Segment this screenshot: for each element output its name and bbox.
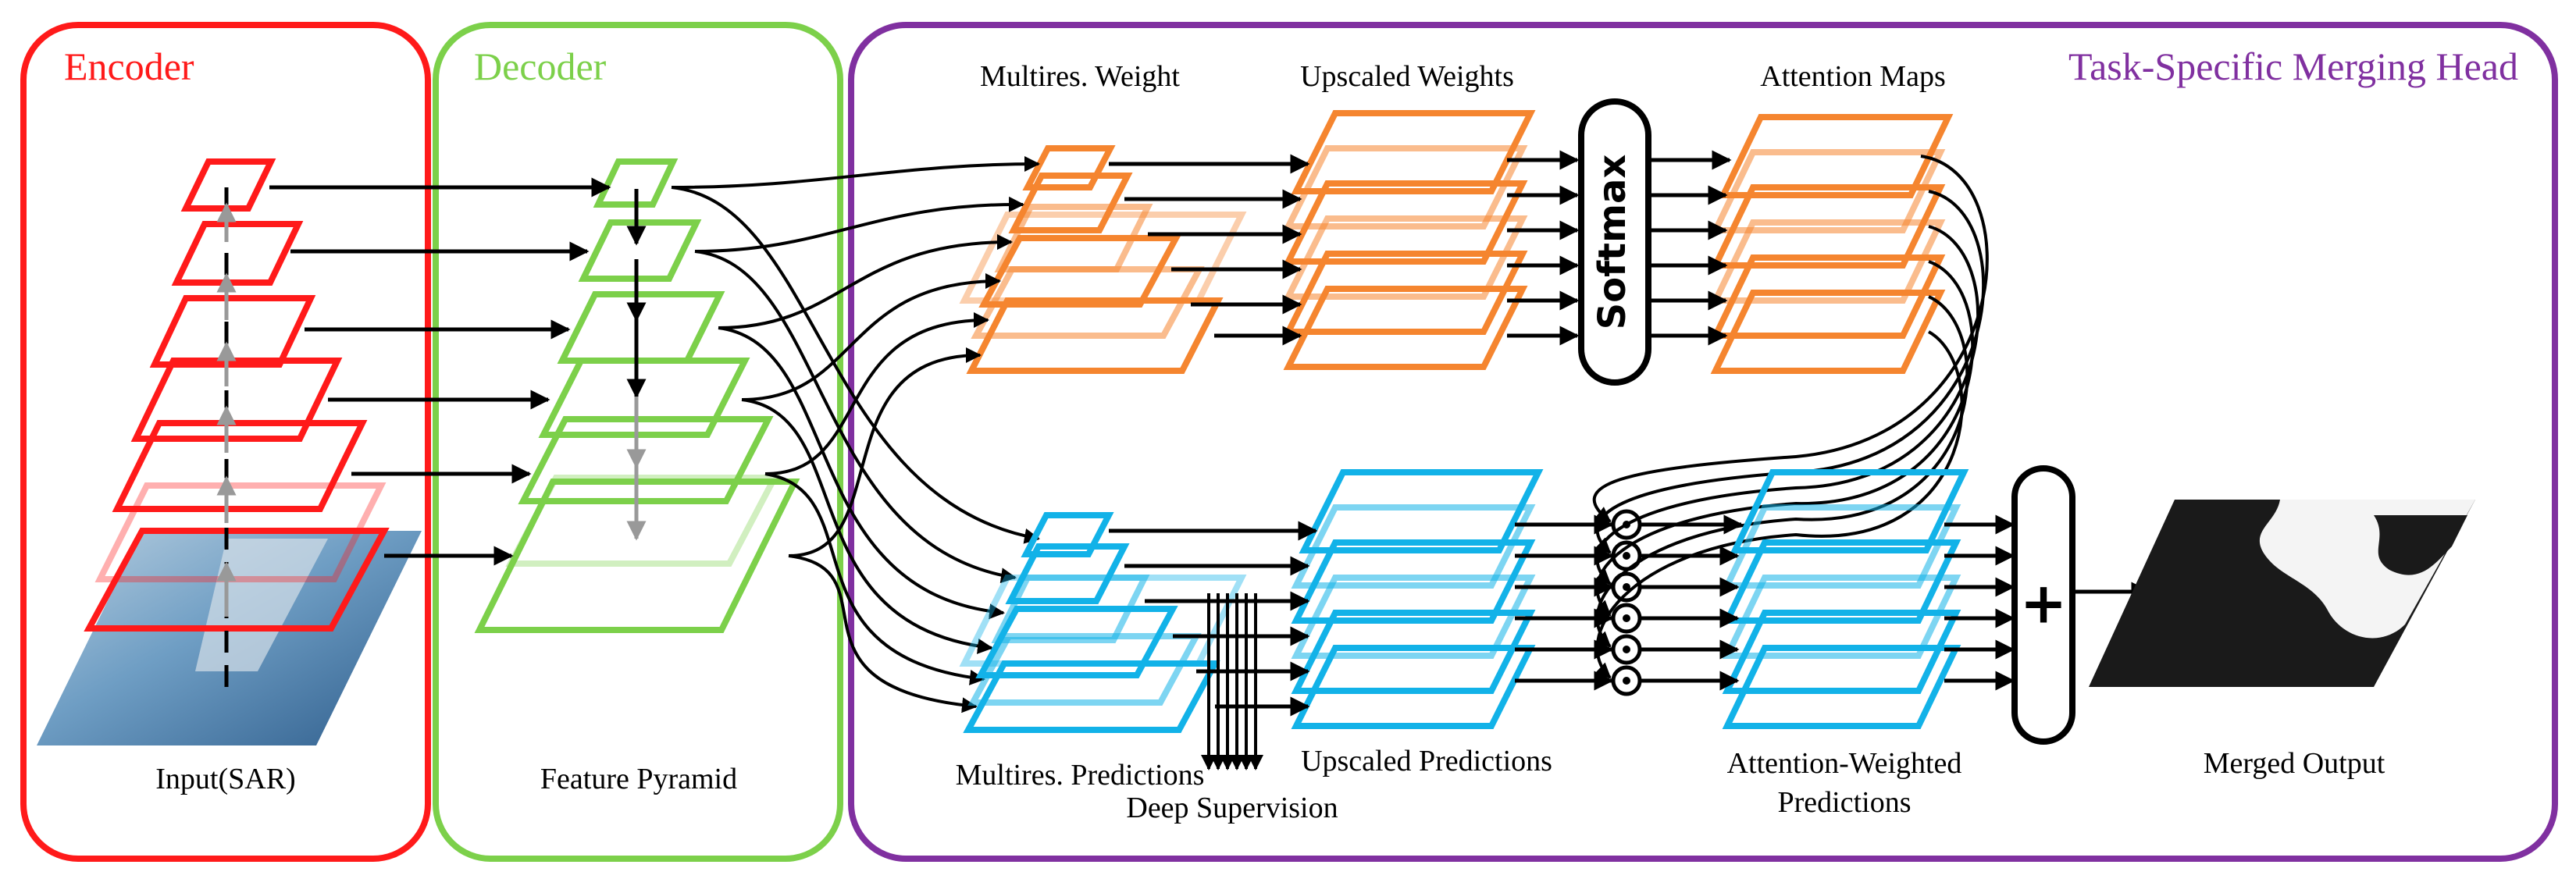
encoder-level-2 — [171, 221, 304, 286]
attention-map-4 — [1710, 219, 1946, 304]
attention-weighted-4 — [1722, 575, 1961, 659]
multires-weight-level-1 — [1022, 145, 1116, 190]
upscaled-weight-1 — [1291, 110, 1536, 194]
multires-predictions-stack — [959, 512, 1247, 733]
upscaled-predictions-stack — [1291, 469, 1544, 729]
merged-output-image — [2089, 500, 2475, 687]
decoder-panel: Decoder Feature Pyramid — [433, 22, 843, 862]
encoder-level-5 — [112, 420, 368, 512]
decoder-caption: Feature Pyramid — [540, 763, 737, 795]
sum-frame — [2011, 465, 2075, 745]
multires-weight-level-6 — [966, 297, 1224, 374]
sum-symbol: + — [2020, 571, 2067, 636]
encoder-panel: Encoder Input(SAR) — [20, 22, 431, 862]
label-attention-weighted-line1: Attention-Weighted — [1727, 747, 1962, 780]
attention-weighted-6 — [1722, 645, 1961, 729]
attention-map-1 — [1718, 114, 1954, 198]
multiply-to-weighted-arrows — [1640, 514, 1744, 691]
upscaled-prediction-1 — [1299, 469, 1544, 553]
encoder-levels — [84, 158, 390, 632]
encoder-level-1 — [180, 158, 276, 212]
multires-prediction-level-6 — [963, 660, 1220, 733]
decoder-frame — [433, 22, 843, 862]
attention-weighted-3 — [1722, 539, 1961, 624]
upscaled-weights-stack — [1283, 110, 1536, 370]
merging-head-panel: Task-Specific Merging Head Multires. Wei… — [671, 22, 2558, 862]
encoder-frame — [20, 22, 431, 862]
multires-prediction-level-5 — [967, 633, 1202, 706]
label-attention-maps: Attention Maps — [1760, 60, 1945, 93]
weight-row-arrows — [1109, 150, 1732, 346]
encoder-level-6 — [94, 482, 387, 582]
encoder-level-7 — [84, 528, 390, 632]
attention-map-5 — [1710, 254, 1946, 339]
multires-prediction-level-4 — [975, 606, 1178, 678]
attention-map-3 — [1710, 184, 1946, 269]
encoder-caption: Input(SAR) — [155, 763, 295, 795]
decoder-level-5 — [518, 416, 774, 504]
attention-weighted-1 — [1730, 469, 1969, 553]
encoder-title: Encoder — [64, 44, 194, 88]
multires-prediction-level-7 — [959, 575, 1247, 667]
decoder-level-2 — [578, 219, 702, 282]
multires-prediction-level-1 — [1021, 512, 1114, 557]
decoder-level-7 — [474, 479, 800, 633]
lateral-connections — [269, 177, 611, 566]
label-upscaled-weights: Upscaled Weights — [1300, 60, 1514, 93]
encoder-level-4 — [130, 358, 343, 442]
label-attention-weighted-line2: Predictions — [1778, 786, 1912, 819]
attention-weighted-2 — [1722, 504, 1961, 589]
decoder-levels — [474, 158, 800, 633]
label-multires-weight: Multires. Weight — [980, 60, 1180, 93]
label-multires-predictions: Multires. Predictions — [956, 759, 1205, 792]
multiply-dots — [1623, 521, 1630, 685]
softmax-label: Softmax — [1591, 155, 1634, 330]
decoder-level-3 — [557, 291, 725, 364]
weighted-to-sum-arrows — [1944, 514, 2015, 691]
sum-block: + — [2011, 465, 2075, 745]
decoder-title: Decoder — [474, 44, 607, 88]
multires-prediction-level-2 — [1005, 543, 1130, 604]
decoder-to-head-curves — [671, 156, 1040, 713]
softmax-frame — [1578, 98, 1651, 386]
deep-supervision-arrows — [1201, 593, 1263, 770]
attention-weighted-5 — [1722, 610, 1961, 694]
encoder-level-3 — [149, 295, 316, 368]
attention-maps-stack — [1710, 114, 1954, 374]
merging-head-title: Task-Specific Merging Head — [2068, 44, 2518, 88]
label-merged-output: Merged Output — [2204, 747, 2385, 780]
label-deep-supervision: Deep Supervision — [1126, 792, 1338, 824]
merging-head-frame — [848, 22, 2558, 862]
attention-map-6 — [1710, 290, 1946, 374]
decoder-level-4 — [538, 358, 750, 438]
softmax-block: Softmax — [1578, 98, 1651, 386]
attention-weighted-predictions-stack — [1722, 469, 1969, 729]
prediction-row-arrows — [1109, 521, 1318, 717]
multires-prediction-level-3 — [991, 575, 1150, 643]
multires-weight-level-7 — [959, 212, 1247, 304]
label-upscaled-predictions: Upscaled Predictions — [1301, 745, 1552, 777]
attention-map-2 — [1710, 149, 1946, 233]
upscaled-to-multiply-arrows — [1515, 514, 1614, 691]
multires-weight-stack — [959, 145, 1247, 374]
